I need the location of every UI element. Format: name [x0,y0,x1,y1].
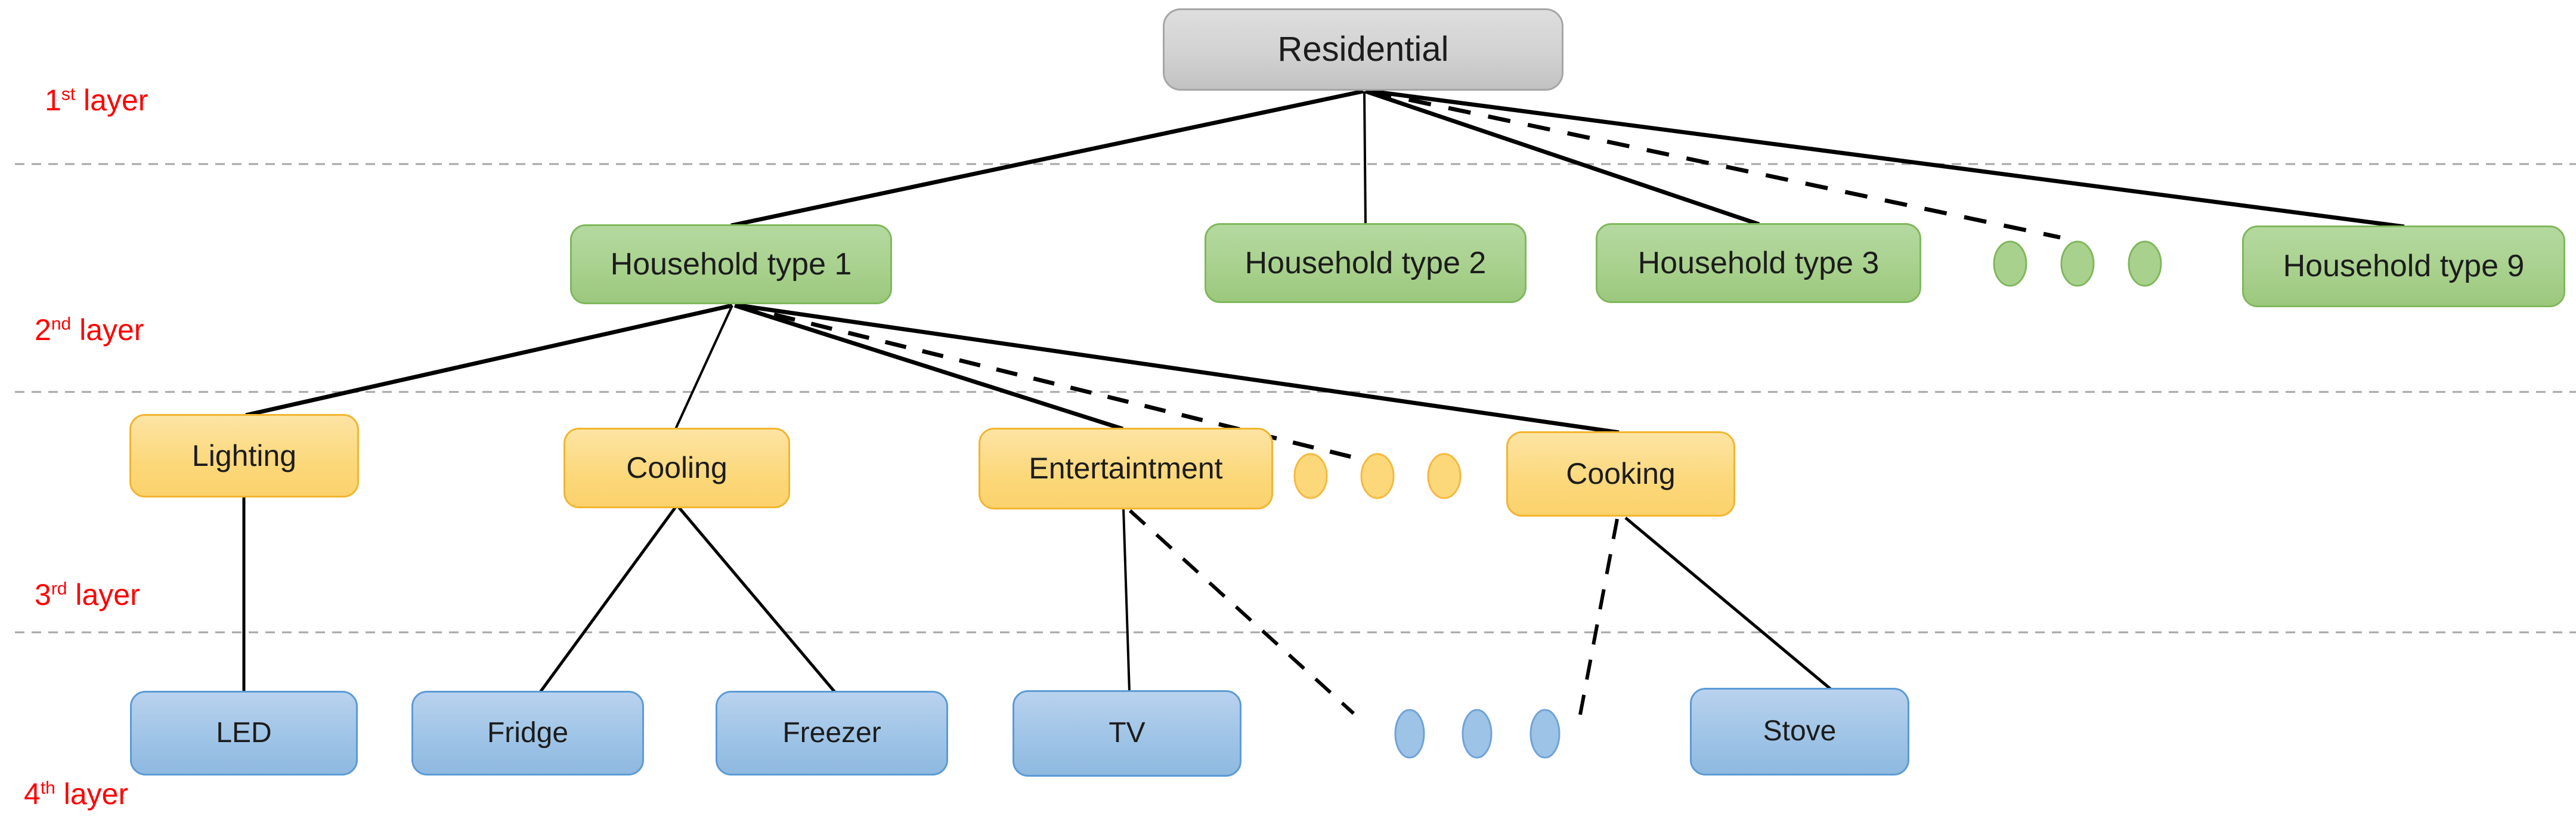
layer-label-word: layer [67,578,140,611]
orange-dot-icon [1360,453,1395,499]
green-dot-icon [2060,240,2095,287]
layer-label-number: 1 [45,84,61,117]
edge-cooling-freezer [677,506,836,693]
node-household-type-3: Household type 3 [1596,223,1921,303]
blue-dot-icon [1530,709,1561,759]
node-tv: TV [1013,690,1241,777]
edge-cooling-fridge [538,506,677,693]
layer-label-number: 4 [24,777,41,811]
layer-label-word: layer [75,84,148,117]
edge-household1-lighting [245,303,733,418]
blue-dot-icon [1462,709,1493,759]
node-household-type-1: Household type 1 [570,224,892,304]
orange-dot-icon [1293,453,1328,499]
layer-label-ordinal: th [40,778,55,798]
node-residential: Residential [1163,8,1563,91]
edge-household1-cooking [739,303,1620,435]
layer-label-word: layer [55,777,129,811]
edge-entertaintment-tv [1122,508,1131,692]
green-dot-icon [2128,240,2162,287]
layer-label-ordinal: nd [51,314,72,334]
node-led: LED [130,691,358,776]
node-entertaintment: Entertaintment [979,428,1273,509]
household-ellipsis-dots [1993,240,2162,287]
edge-residential-household-ellipsis-dashed [1368,89,2061,240]
edge-cooking-appliance-ellipsis-dashed [1578,518,1619,715]
green-dot-icon [1993,240,2027,287]
node-cooking: Cooking [1506,431,1735,517]
layer-label-ordinal: st [61,84,76,104]
blue-dot-icon [1394,709,1425,759]
node-stove: Stove [1690,688,1909,776]
node-cooling: Cooling [564,428,790,508]
edge-residential-household-3 [1364,89,1760,227]
edge-residential-household-2 [1363,91,1367,225]
edge-household1-entertaintment [733,303,1124,431]
layer-label-2: 2nd layer [35,315,144,345]
layer-label-number: 2 [35,313,51,347]
layer-label-word: layer [71,313,144,347]
node-freezer: Freezer [716,691,948,776]
layer-label-1: 1st layer [45,85,148,115]
layer-label-ordinal: rd [51,579,67,599]
layer-label-4: 4th layer [24,779,128,809]
edge-cooking-stove [1624,517,1832,690]
layer-label-3: 3rd layer [35,580,140,610]
category-ellipsis-dots [1293,453,1462,499]
node-household-type-2: Household type 2 [1205,223,1527,303]
orange-dot-icon [1427,453,1462,499]
node-household-type-9: Household type 9 [2242,225,2565,307]
node-fridge: Fridge [411,691,644,776]
edge-entertaintment-appliance-ellipsis-dashed [1128,509,1355,715]
edge-residential-household-1 [730,89,1364,228]
edge-residential-household-9 [1371,89,2405,229]
layer-label-number: 3 [35,578,51,611]
node-lighting: Lighting [129,414,359,498]
edge-household1-cooling [674,305,733,430]
appliance-ellipsis-dots [1394,709,1561,759]
